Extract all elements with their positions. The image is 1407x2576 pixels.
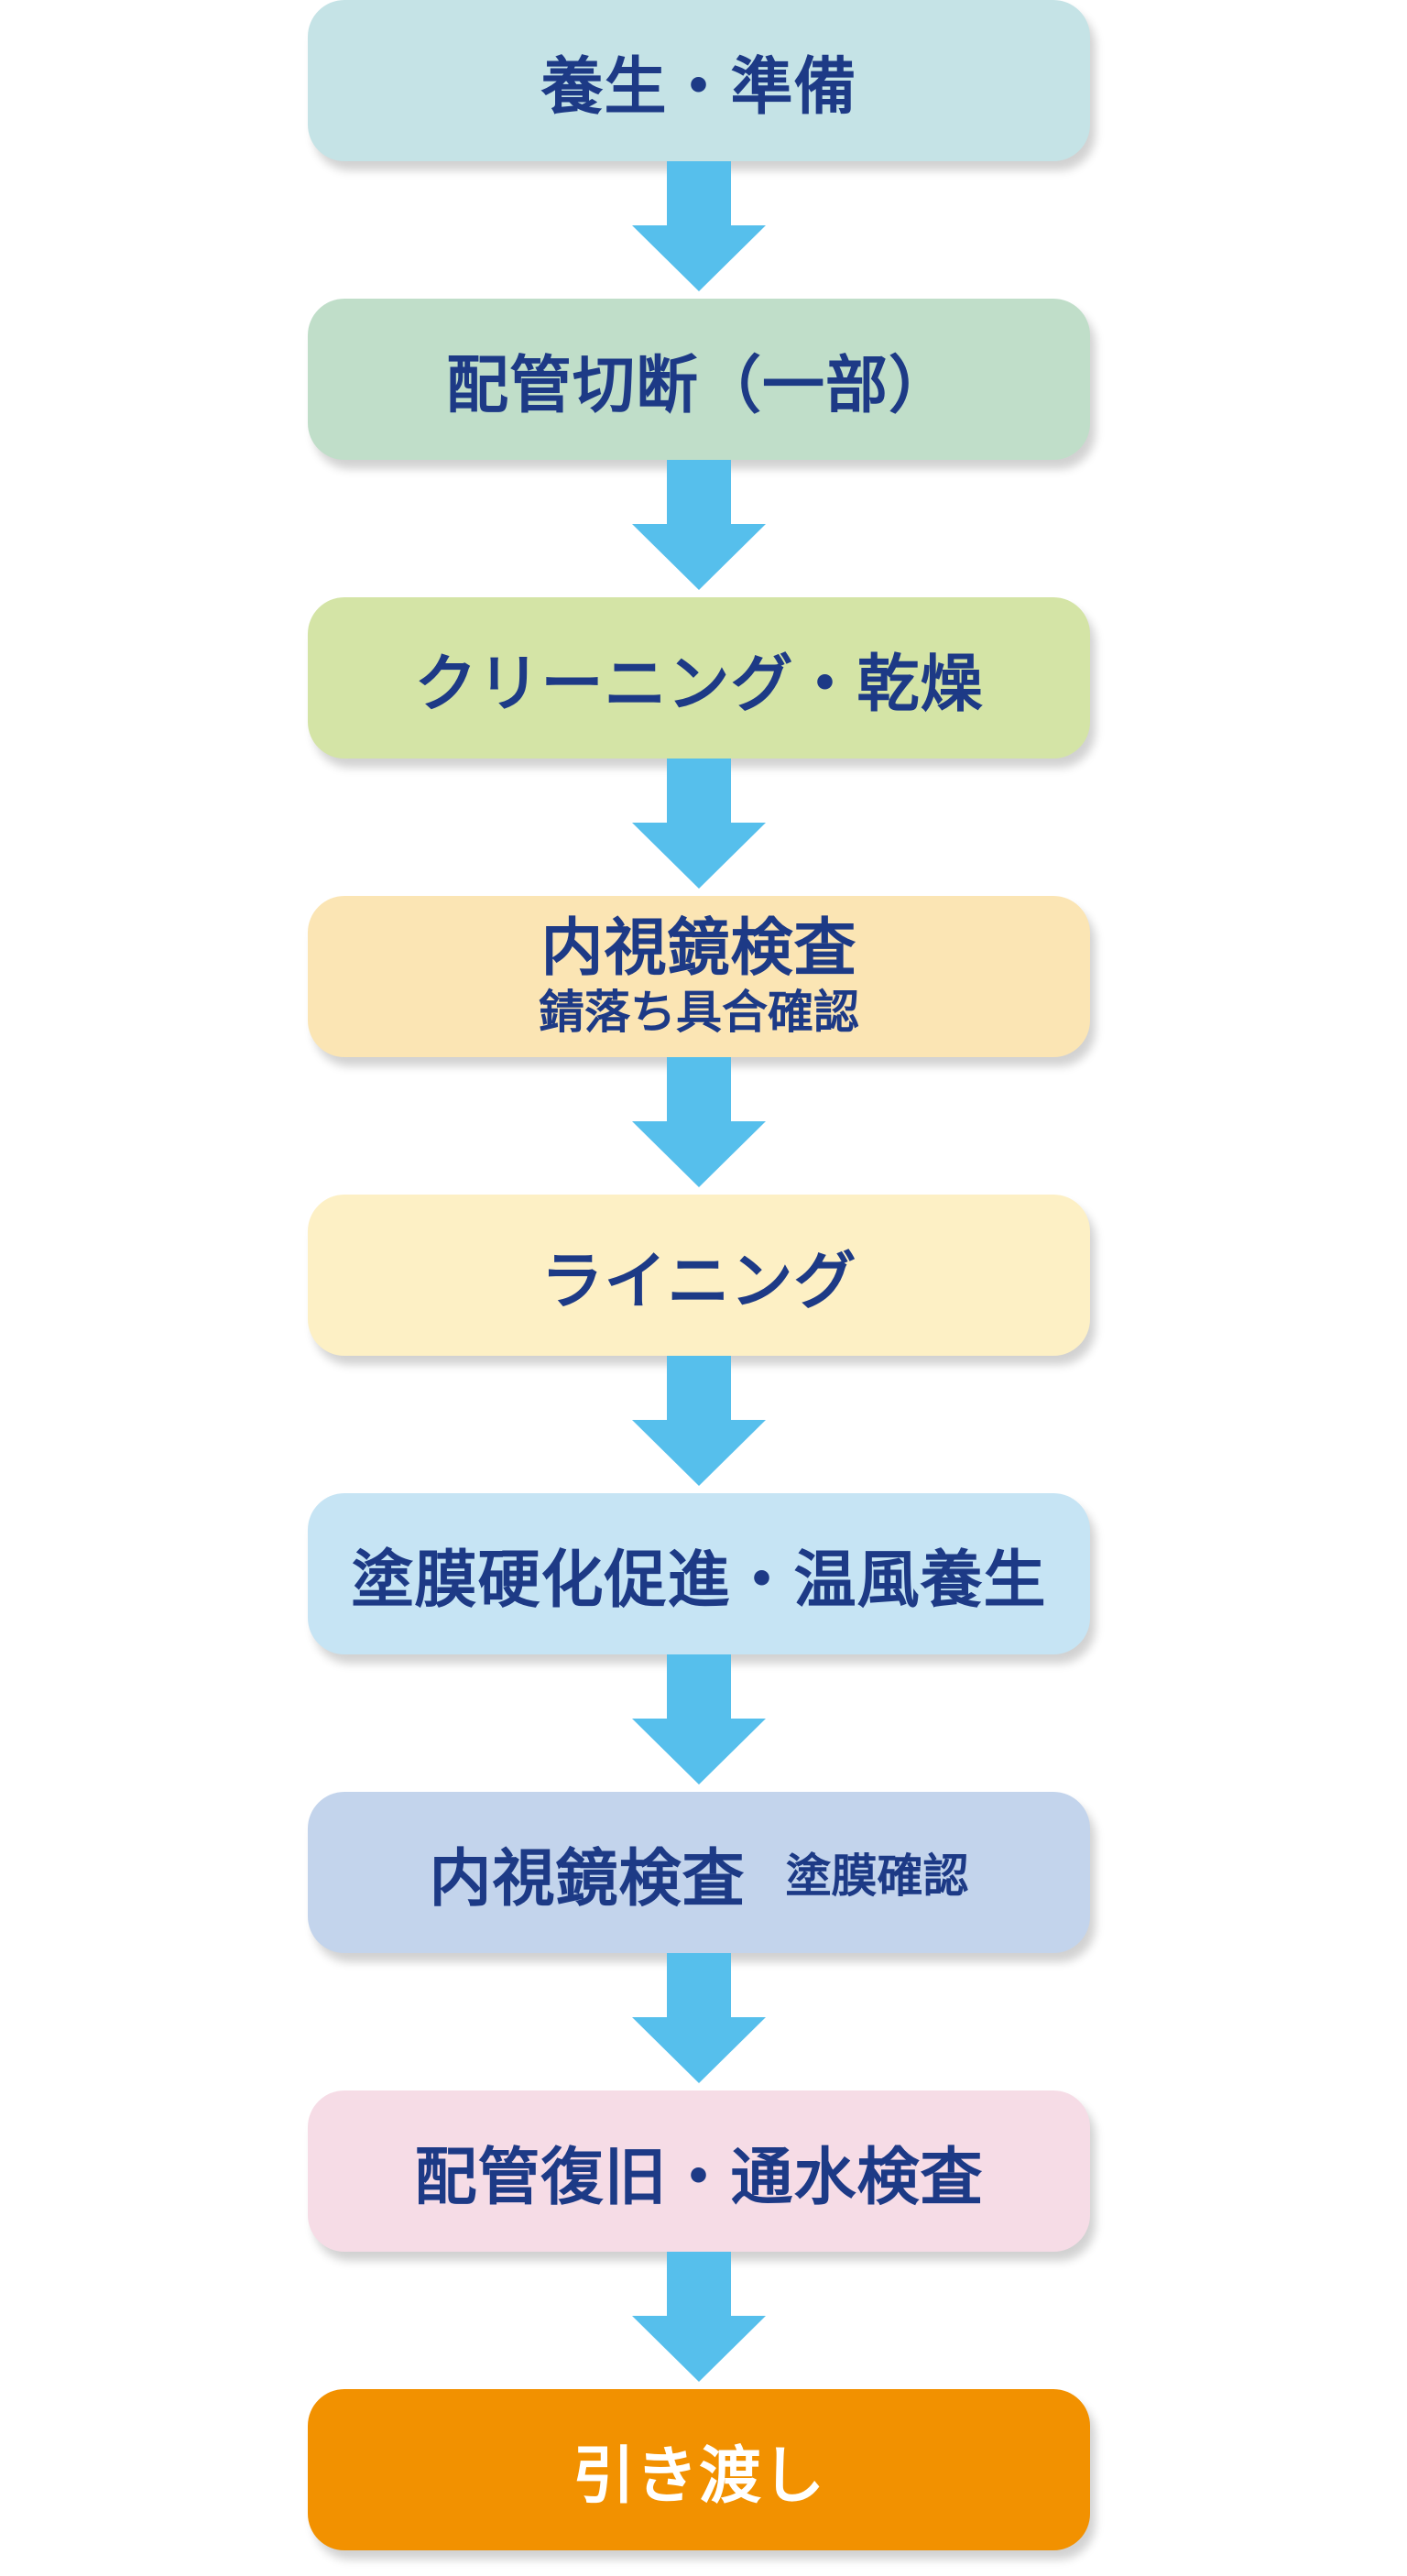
- step-1-label: 養生・準備: [540, 50, 857, 124]
- arrow-down-icon: [630, 1057, 768, 1195]
- arrow-down-icon: [630, 460, 768, 597]
- step-7-label: 内視鏡検査: [429, 1842, 746, 1916]
- step-4-endoscope-inspection: 内視鏡検査 錆落ち具合確認: [308, 896, 1090, 1057]
- step-6-label: 塗膜硬化促進・温風養生: [351, 1544, 1047, 1617]
- arrow-down-icon: [630, 161, 768, 299]
- step-7-sublabel: 塗膜確認: [785, 1850, 969, 1903]
- step-5-lining: ライニング: [308, 1195, 1090, 1356]
- step-1-curing-preparation: 養生・準備: [308, 0, 1090, 161]
- step-4-label: 内視鏡検査: [540, 912, 857, 985]
- step-2-label: 配管切断（一部）: [445, 349, 952, 422]
- step-9-handover: 引き渡し: [308, 2389, 1090, 2550]
- arrow-down-icon: [630, 2252, 768, 2389]
- arrow-down-icon: [630, 1953, 768, 2090]
- arrow-down-icon: [630, 1356, 768, 1493]
- step-8-label: 配管復旧・通水検査: [414, 2141, 984, 2214]
- step-3-cleaning-drying: クリーニング・乾燥: [308, 597, 1090, 759]
- step-6-coating-curing: 塗膜硬化促進・温風養生: [308, 1493, 1090, 1654]
- step-2-pipe-cutting: 配管切断（一部）: [308, 299, 1090, 460]
- step-9-label: 引き渡し: [572, 2440, 825, 2513]
- step-3-label: クリーニング・乾燥: [414, 648, 984, 721]
- arrow-down-icon: [630, 1654, 768, 1792]
- step-8-pipe-restoration: 配管復旧・通水検査: [308, 2090, 1090, 2252]
- step-5-label: ライニング: [540, 1245, 857, 1318]
- arrow-down-icon: [630, 759, 768, 896]
- step-7-endoscope-coating-check: 内視鏡検査 塗膜確認: [308, 1792, 1090, 1953]
- step-4-sublabel: 錆落ち具合確認: [539, 986, 859, 1039]
